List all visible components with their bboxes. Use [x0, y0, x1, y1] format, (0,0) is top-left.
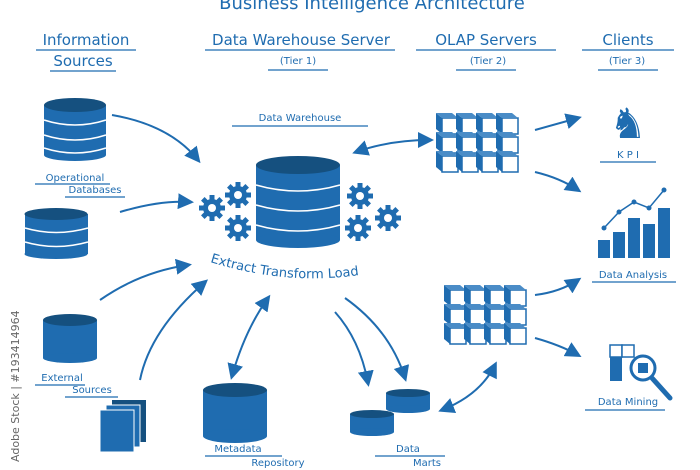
- data-analysis-label: Data Analysis: [599, 270, 667, 281]
- chess-knight-icon: ♞: [609, 99, 647, 148]
- arrow: [227, 294, 271, 380]
- column-subheader: (Tier 3): [609, 56, 645, 67]
- olap-cube-top-icon: [435, 112, 519, 173]
- arrow: [111, 114, 201, 164]
- svg-text:♞: ♞: [609, 99, 647, 148]
- external-sources-icon: [43, 314, 97, 363]
- flow-arrows: [99, 113, 582, 414]
- column-data-warehouse-server: Data Warehouse Server (Tier 1): [205, 31, 395, 71]
- column-subheader: (Tier 2): [470, 56, 506, 67]
- sources-label: Sources: [72, 385, 112, 396]
- arrow: [534, 277, 582, 296]
- watermark: Adobe Stock | #193414964: [9, 310, 22, 462]
- arrow: [352, 132, 434, 156]
- databases-label: Databases: [69, 185, 122, 196]
- etl-text: Extract Transform Load: [209, 251, 360, 282]
- arrow: [438, 361, 497, 414]
- external-label: External: [41, 373, 83, 384]
- operational-databases-icon: [43, 98, 107, 161]
- column-header: Clients: [602, 31, 653, 49]
- data-mining-icon: [609, 344, 673, 401]
- etl-label: Extract Transform Load: [209, 251, 360, 282]
- documents-icon: [99, 400, 146, 453]
- column-olap-servers: OLAP Servers (Tier 2): [416, 31, 556, 71]
- olap-cube-bottom-icon: [443, 284, 527, 345]
- column-header: Information: [43, 31, 130, 49]
- data-warehouse-icon: [255, 156, 341, 248]
- data-mining-label: Data Mining: [598, 397, 658, 408]
- arrow: [119, 193, 194, 213]
- arrow: [334, 311, 374, 387]
- data-marts-icon: [350, 389, 430, 436]
- arrow: [534, 171, 582, 193]
- column-subheader: (Tier 1): [280, 56, 316, 67]
- arrow: [99, 258, 192, 301]
- marts-data-label: Data: [396, 444, 420, 455]
- kpi-label: K P I: [617, 150, 639, 161]
- arrow: [139, 279, 209, 381]
- arrow: [344, 297, 410, 382]
- metadata-label: Metadata: [214, 444, 261, 455]
- bar-chart-icon: [598, 187, 670, 258]
- marts-label: Marts: [413, 458, 441, 469]
- data-warehouse-label: Data Warehouse: [259, 113, 342, 124]
- repository-label: Repository: [251, 458, 304, 469]
- column-header: Data Warehouse Server: [212, 31, 391, 49]
- database-icon: [24, 208, 89, 259]
- column-information-sources: Information Sources: [36, 31, 136, 72]
- diagram-title: Business Intelligence Architecture: [219, 0, 525, 14]
- column-subheader: Sources: [53, 52, 113, 70]
- column-clients: Clients (Tier 3): [582, 31, 674, 71]
- metadata-repository-icon: [203, 383, 267, 443]
- arrow: [534, 337, 582, 357]
- arrow: [534, 113, 582, 131]
- column-header: OLAP Servers: [435, 31, 537, 49]
- operational-label: Operational: [46, 173, 105, 184]
